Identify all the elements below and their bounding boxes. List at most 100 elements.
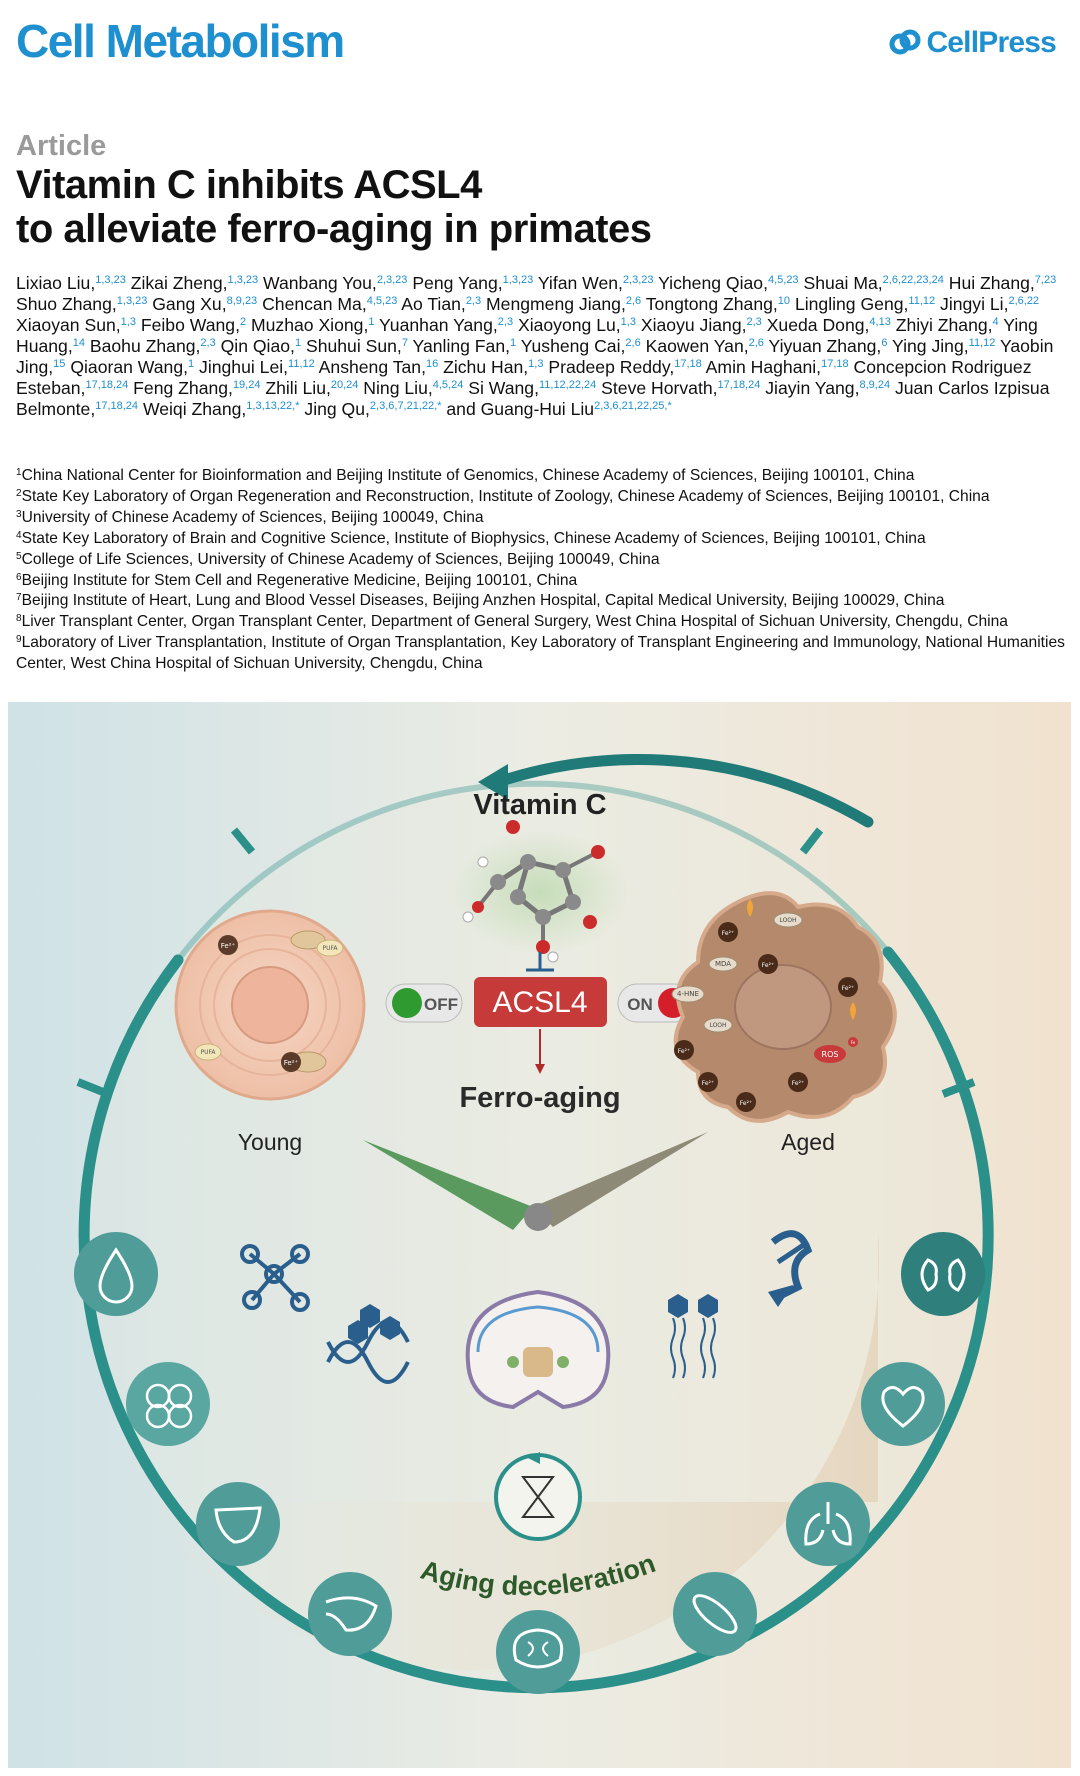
author-name[interactable]: and Guang-Hui Liu2,3,6,21,22,25,*	[446, 399, 671, 419]
author-name[interactable]: Yiyuan Zhang,6	[769, 336, 888, 356]
author-name[interactable]: Gang Xu,8,9,23	[152, 294, 257, 314]
author-name[interactable]: Lixiao Liu,1,3,23	[16, 273, 126, 293]
author-affiliation-numbers[interactable]: 1	[368, 316, 375, 328]
author-name[interactable]: Ning Liu,4,5,24	[363, 378, 463, 398]
author-name[interactable]: Shuai Ma,2,6,22,23,24	[803, 273, 943, 293]
author-name[interactable]: Qiaoran Wang,1	[70, 357, 194, 377]
author-affiliation-numbers[interactable]: 14	[72, 337, 85, 349]
author-name[interactable]: Ansheng Tan,16	[319, 357, 439, 377]
author-name[interactable]: Weiqi Zhang,1,3,13,22,*	[143, 399, 300, 419]
author-affiliation-numbers[interactable]: 1	[294, 337, 302, 349]
author-name[interactable]: Yaobin Jing,15	[16, 336, 1053, 377]
author-affiliation-numbers[interactable]: 2,6,22	[1008, 295, 1040, 307]
author-affiliation-numbers[interactable]: 1,3,13,22,*	[246, 400, 300, 412]
author-name[interactable]: Shuo Zhang,1,3,23	[16, 294, 147, 314]
author-name[interactable]: Yanling Fan,1	[413, 336, 517, 356]
author-name[interactable]: Jingyi Li,2,6,22	[940, 294, 1039, 314]
author-affiliation-numbers[interactable]: 2,3	[497, 316, 514, 328]
author-affiliation-numbers[interactable]: 2,3	[200, 337, 216, 349]
author-name[interactable]: Zhili Liu,20,24	[265, 378, 358, 398]
author-affiliation-numbers[interactable]: 4	[992, 316, 999, 328]
author-affiliation-numbers[interactable]: 17,18,24	[85, 379, 129, 391]
author-name[interactable]: Juan Carlos Izpisua Belmonte,17,18,24	[16, 378, 1049, 419]
author-name[interactable]: Lingling Geng,11,12	[795, 294, 935, 314]
author-affiliation-numbers[interactable]: 8,9,23	[226, 295, 258, 307]
author-affiliation-numbers[interactable]: 4,5,24	[432, 379, 464, 391]
author-affiliation-numbers[interactable]: 1,3,23	[227, 274, 259, 286]
author-affiliation-numbers[interactable]: 7	[401, 337, 408, 349]
author-affiliation-numbers[interactable]: 17,18	[674, 358, 702, 370]
author-name[interactable]: Baohu Zhang,2,3	[90, 336, 216, 356]
author-affiliation-numbers[interactable]: 2,3,6,21,22,25,*	[594, 400, 672, 412]
author-affiliation-numbers[interactable]: 1,3	[620, 316, 636, 328]
author-name[interactable]: Tongtong Zhang,10	[646, 294, 790, 314]
author-affiliation-numbers[interactable]: 11,12	[908, 295, 936, 307]
author-name[interactable]: Kaowen Yan,2,6	[646, 336, 764, 356]
author-name[interactable]: Si Wang,11,12,22,24	[468, 378, 596, 398]
author-name[interactable]: Feng Zhang,19,24	[133, 378, 260, 398]
author-affiliation-numbers[interactable]: 11,12	[288, 358, 315, 370]
author-name[interactable]: Hui Zhang,7,23	[949, 273, 1056, 293]
author-affiliation-numbers[interactable]: 11,12	[968, 337, 996, 349]
author-name[interactable]: Zichu Han,1,3	[443, 357, 543, 377]
author-name[interactable]: Zikai Zheng,1,3,23	[131, 273, 258, 293]
author-name[interactable]: Yuanhan Yang,2,3	[379, 315, 513, 335]
author-affiliation-numbers[interactable]: 1,3,23	[95, 274, 126, 286]
author-name[interactable]: Xiaoyu Jiang,2,3	[641, 315, 762, 335]
author-affiliation-numbers[interactable]: 17,18	[821, 358, 849, 370]
author-affiliation-numbers[interactable]: 6	[881, 337, 888, 349]
author-name[interactable]: Xiaoyong Lu,1,3	[518, 315, 636, 335]
author-name[interactable]: Xiaoyan Sun,1,3	[16, 315, 136, 335]
author-affiliation-numbers[interactable]: 16	[425, 358, 439, 370]
author-name[interactable]: Ying Huang,14	[16, 315, 1038, 356]
author-name[interactable]: Qin Qiao,1	[221, 336, 301, 356]
author-affiliation-numbers[interactable]: 1,3	[528, 358, 544, 370]
author-name[interactable]: Chencan Ma,4,5,23	[262, 294, 397, 314]
author-affiliation-numbers[interactable]: 2,3,6,7,21,22,*	[369, 400, 442, 412]
author-affiliation-numbers[interactable]: 2,3	[465, 295, 482, 307]
author-name[interactable]: Concepcion Rodriguez Esteban,17,18,24	[16, 357, 1032, 398]
author-affiliation-numbers[interactable]: 7,23	[1034, 274, 1057, 286]
author-affiliation-numbers[interactable]: 2,6	[625, 337, 641, 349]
author-name[interactable]: Shuhui Sun,7	[306, 336, 408, 356]
author-affiliation-numbers[interactable]: 15	[53, 358, 66, 370]
author-name[interactable]: Yifan Wen,2,3,23	[538, 273, 654, 293]
author-affiliation-numbers[interactable]: 2	[239, 316, 247, 328]
author-affiliation-numbers[interactable]: 1,3	[120, 316, 136, 328]
author-affiliation-numbers[interactable]: 10	[777, 295, 791, 307]
author-affiliation-numbers[interactable]: 2,3,23	[376, 274, 408, 286]
author-affiliation-numbers[interactable]: 8,9,24	[859, 379, 891, 391]
author-name[interactable]: Zhiyi Zhang,4	[896, 315, 999, 335]
author-affiliation-numbers[interactable]: 4,5,23	[767, 274, 799, 286]
author-affiliation-numbers[interactable]: 2,6	[625, 295, 642, 307]
author-name[interactable]: Yusheng Cai,2,6	[521, 336, 641, 356]
author-name[interactable]: Ao Tian,2,3	[401, 294, 481, 314]
author-name[interactable]: Wanbang You,2,3,23	[263, 273, 407, 293]
author-affiliation-numbers[interactable]: 20,24	[330, 379, 359, 391]
author-affiliation-numbers[interactable]: 1,3,23	[116, 295, 148, 307]
author-name[interactable]: Pradeep Reddy,17,18	[548, 357, 701, 377]
author-affiliation-numbers[interactable]: 1	[510, 337, 517, 349]
author-name[interactable]: Mengmeng Jiang,2,6	[486, 294, 641, 314]
author-affiliation-numbers[interactable]: 4,13	[869, 316, 891, 328]
author-name[interactable]: Jing Qu,2,3,6,7,21,22,*	[304, 399, 441, 419]
author-name[interactable]: Xueda Dong,4,13	[767, 315, 891, 335]
author-affiliation-numbers[interactable]: 1	[188, 358, 195, 370]
author-affiliation-numbers[interactable]: 2,6	[748, 337, 764, 349]
author-name[interactable]: Ying Jing,11,12	[892, 336, 995, 356]
author-name[interactable]: Amin Haghani,17,18	[706, 357, 849, 377]
journal-title[interactable]: Cell Metabolism	[16, 15, 345, 67]
author-affiliation-numbers[interactable]: 11,12,22,24	[538, 379, 597, 391]
author-affiliation-numbers[interactable]: 19,24	[232, 379, 261, 391]
author-name[interactable]: Peng Yang,1,3,23	[412, 273, 533, 293]
author-name[interactable]: Muzhao Xiong,1	[251, 315, 375, 335]
author-name[interactable]: Jiayin Yang,8,9,24	[765, 378, 890, 398]
author-affiliation-numbers[interactable]: 17,18,24	[95, 400, 139, 412]
author-name[interactable]: Steve Horvath,17,18,24	[601, 378, 760, 398]
author-name[interactable]: Feibo Wang,2	[141, 315, 246, 335]
author-name[interactable]: Jinghui Lei,11,12	[199, 357, 315, 377]
author-affiliation-numbers[interactable]: 4,5,23	[366, 295, 398, 307]
publisher-logo[interactable]: CellPress	[888, 26, 1057, 60]
author-affiliation-numbers[interactable]: 2,6,22,23,24	[882, 274, 944, 286]
author-affiliation-numbers[interactable]: 1,3,23	[502, 274, 534, 286]
